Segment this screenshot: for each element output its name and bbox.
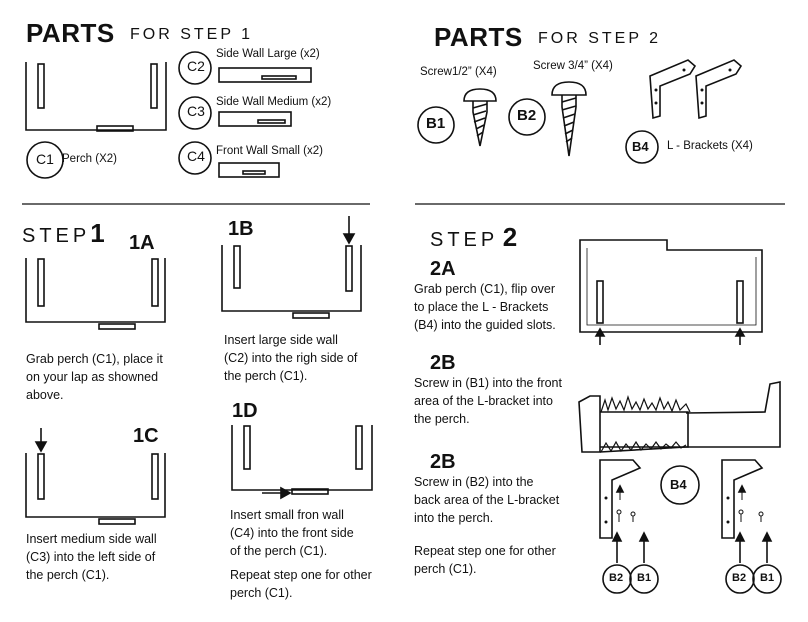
part-c3-code: C3 [187,103,205,119]
parts-step2-title: PARTS [434,22,523,52]
part-c3-label: Side Wall Medium (x2) [216,96,332,108]
step2-b1-right: B1 [760,572,775,584]
step-2a-label: 2A [430,258,456,280]
b1-code: B1 [426,115,446,132]
step-2b-label: 2B [430,352,456,374]
screw-large-label: Screw 3/4” (X4) [533,60,613,72]
step2-b2-right: B2 [732,572,747,584]
part-c4-label: Front Wall Small (x2) [216,145,323,157]
part-c1-code: C1 [36,151,54,167]
step-1d-label: 1D [232,400,258,422]
b4-code: B4 [632,139,649,154]
b2-code: B2 [517,107,537,124]
step2-b1-left: B1 [637,572,652,584]
step2-b4-code: B4 [670,477,687,492]
part-c2-label: Side Wall Large (x2) [216,48,320,60]
step2-b2-left: B2 [609,572,624,584]
parts-step1-title: PARTS [26,18,115,48]
brackets-label: L - Brackets (X4) [667,140,753,152]
step1-word: STEP [22,225,91,247]
step-1c-text: Insert medium side wall(C3) into the lef… [26,532,157,582]
step-1a-label: 1A [129,232,155,254]
step-1d-text: Insert small fron wall(C4) into the fron… [230,508,354,558]
step-1b-text: Insert large side wall(C2) into the righ… [224,333,358,383]
screw-small-label: Screw1/2” (X4) [420,66,497,78]
parts-step1-subtitle: FOR STEP 1 [130,26,254,43]
parts-step2-subtitle: FOR STEP 2 [538,30,662,47]
part-c1-label: Perch (X2) [62,153,117,165]
step1-number: 1 [90,218,105,248]
part-c4-code: C4 [187,148,205,164]
step2-number: 2 [502,222,518,252]
step2-heading: STEP 2 [430,222,517,253]
step-2c-label: 2B [430,451,456,473]
step-1b-label: 1B [228,218,254,240]
part-c2-code: C2 [187,58,205,74]
step1-heading: STEP1 [22,218,105,249]
step-1c-label: 1C [133,425,159,447]
step2-word: STEP [430,229,499,251]
